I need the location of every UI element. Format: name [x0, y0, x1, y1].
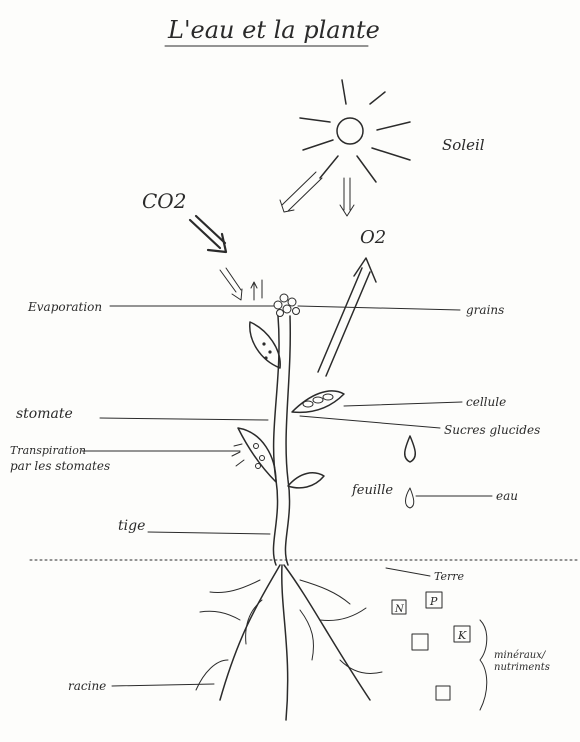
title: L'eau et la plante — [167, 16, 380, 44]
label-cellule: cellule — [466, 395, 506, 409]
svg-text:N: N — [394, 604, 405, 615]
evaporation-marks-icon — [251, 280, 262, 300]
leaf-stomate — [232, 428, 276, 482]
minerals-bracket — [480, 620, 487, 710]
svg-text:P: P — [429, 595, 438, 608]
leader-grains — [298, 306, 460, 310]
leaf-lower-right — [288, 473, 324, 488]
sunlight-arrow-icon — [280, 172, 354, 216]
sun-icon — [300, 80, 410, 182]
label-eau: eau — [496, 489, 518, 503]
leaf-upper-left — [250, 322, 280, 368]
label-transpiration-1: Transpiration — [10, 444, 86, 457]
label-grains: grains — [466, 303, 504, 317]
leader-tige — [148, 532, 270, 534]
label-feuille: feuille — [351, 483, 393, 498]
leader-terre — [386, 568, 430, 576]
label-evaporation: Evaporation — [27, 300, 102, 314]
leader-stomate — [100, 418, 268, 420]
label-co2: CO2 — [142, 189, 186, 213]
co2-arrow-icon — [190, 216, 226, 252]
o2-arrow-icon — [318, 258, 376, 376]
water-drop-small-icon — [406, 488, 414, 508]
label-o2: O2 — [360, 227, 386, 248]
mineral-box-n: N — [392, 600, 406, 615]
svg-text:K: K — [457, 629, 467, 642]
mineral-box-p: P — [426, 592, 442, 608]
roots — [196, 565, 382, 720]
label-racine: racine — [68, 679, 106, 693]
label-mineraux-1: minéraux/ — [494, 650, 547, 661]
label-tige: tige — [118, 518, 145, 534]
mineral-box-blank-2 — [436, 686, 450, 700]
label-soleil: Soleil — [442, 136, 485, 154]
water-drop-icon — [405, 436, 416, 462]
label-stomate: stomate — [16, 406, 73, 422]
leaf-cell — [292, 391, 344, 412]
label-terre: Terre — [434, 570, 465, 583]
flower-grains-icon — [274, 294, 300, 317]
leader-sucres — [300, 416, 440, 428]
label-transpiration-2: par les stomates — [10, 459, 110, 473]
mineral-box-k: K — [454, 626, 470, 642]
leader-cellule — [344, 402, 462, 406]
label-mineraux-2: nutriments — [494, 662, 550, 673]
mineral-box-blank-1 — [412, 634, 428, 650]
co2-inflow-arrow-icon — [220, 268, 242, 300]
label-sucres: Sucres glucides — [444, 423, 540, 437]
